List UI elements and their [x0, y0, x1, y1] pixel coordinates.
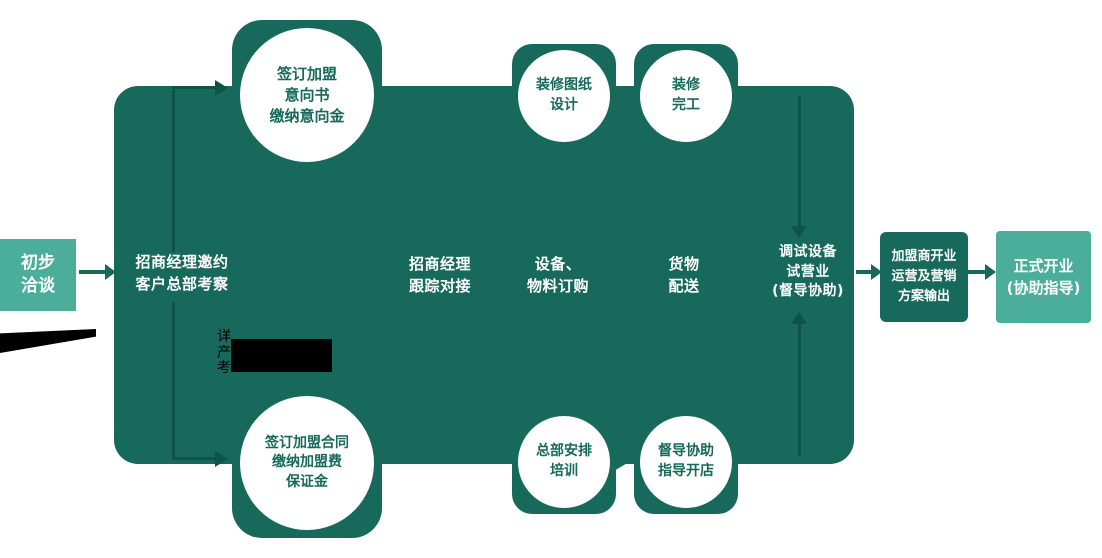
milestone-hq-training: 总部安排 培训: [518, 416, 610, 508]
step-equipment-material-order: 设备、 物料订购: [526, 255, 589, 295]
arrowhead-down-to-trial: [791, 226, 807, 238]
black-patch: [231, 339, 332, 372]
arrow-shaft: [968, 270, 985, 274]
arrow-outcome-to-final: [968, 264, 996, 280]
step-trial-operation: 调试设备 试营业 (督导协助): [772, 244, 844, 300]
arrow-shaft: [856, 270, 871, 274]
milestone-decoration-design: 装修图纸 设计: [518, 50, 610, 142]
node-franchisee-opening-plan: 加盟商开业 运营及营销 方案输出: [880, 232, 968, 322]
arrow-head-icon: [985, 264, 996, 280]
arrowhead-to-intent-letter: [215, 80, 228, 96]
arrow-start-to-main: [79, 264, 116, 280]
arrowhead-design-to-complete: [614, 87, 629, 105]
connector-left-bottom-vline: [172, 302, 175, 460]
milestone-decoration-complete: 装修 完工: [640, 50, 732, 142]
black-brush-stroke: [0, 329, 96, 353]
annotation-text-fragments: 详 产 考: [217, 329, 231, 376]
connector-right-bottom-vline: [798, 324, 801, 456]
connector-left-top-vline: [172, 90, 175, 252]
arrowhead-up-to-trial: [791, 312, 807, 324]
node-initial-negotiation: 初步 洽谈: [0, 239, 76, 311]
step-goods-delivery: 货物 配送: [668, 255, 700, 295]
connector-left-top-hline: [172, 86, 218, 89]
step-manager-follow-up: 招商经理 跟踪对接: [408, 255, 471, 295]
milestone-sign-contract: 签订加盟合同 缴纳加盟费 保证金: [240, 396, 374, 530]
arrow-head-icon: [871, 264, 882, 280]
connector-left-bottom-hline: [172, 457, 218, 460]
arrow-shaft: [79, 270, 105, 274]
arrowhead-training-to-supervision: [614, 453, 629, 471]
milestone-supervisor-store-opening: 督导协助 指导开店: [640, 416, 732, 508]
milestone-sign-intent-letter: 签订加盟 意向书 缴纳意向金: [240, 28, 374, 162]
arrow-head-icon: [105, 264, 116, 280]
connector-right-top-vline: [798, 96, 801, 230]
node-official-opening: 正式开业 (协助指导): [996, 231, 1091, 323]
arrow-main-to-outcome: [856, 264, 882, 280]
step-manager-invite-hq-inspection: 招商经理邀约 客户总部考察: [135, 253, 229, 293]
arrowhead-to-contract: [215, 451, 228, 467]
